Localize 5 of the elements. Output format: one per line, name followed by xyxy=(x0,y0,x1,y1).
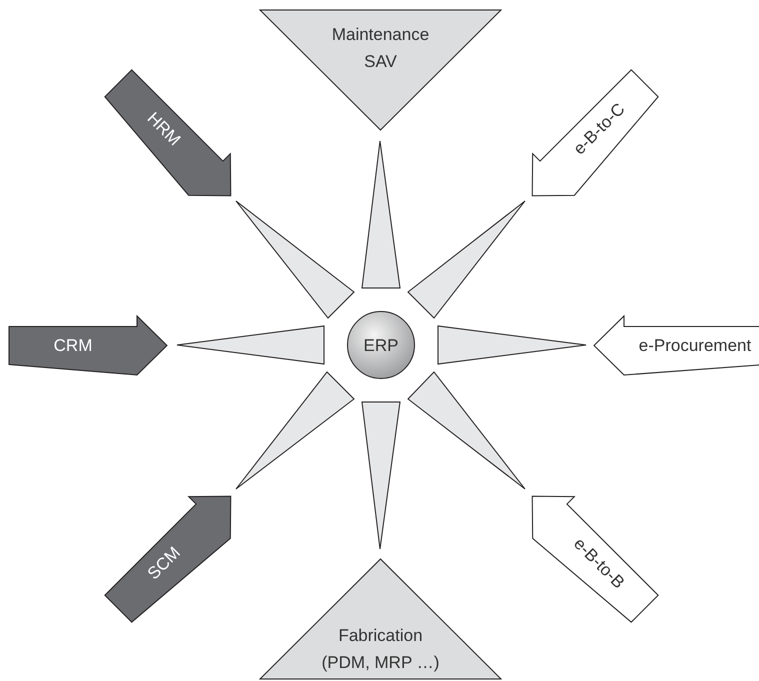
node-label: ERP xyxy=(364,334,398,356)
node-label: Fabrication (PDM, MRP …) xyxy=(320,625,440,674)
node-label: CRM xyxy=(54,334,92,356)
node-label: Maintenance SAV xyxy=(330,24,430,73)
node-label: e-Procurement xyxy=(638,334,752,356)
